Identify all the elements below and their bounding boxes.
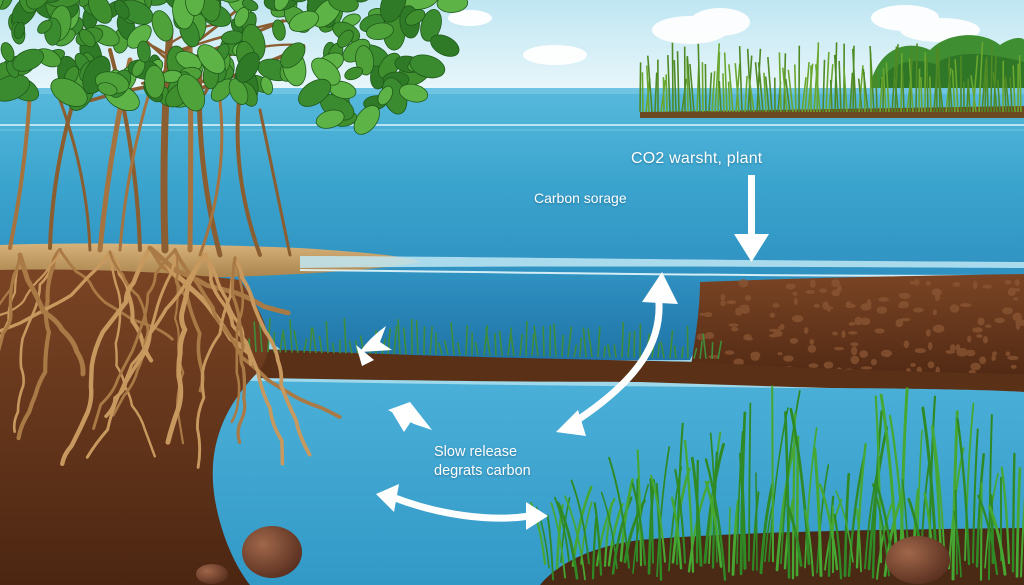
soil-mound (0, 269, 269, 585)
submerged-water (225, 278, 760, 362)
lateral-flow-arrow (376, 484, 548, 530)
mangrove-canopy (0, 0, 469, 135)
slow-release-line-2: degrats carbon (434, 463, 531, 479)
slow-release-label: Slow release degrats carbon (434, 443, 531, 481)
slow-release-line-1: Slow release (434, 444, 518, 460)
exchange-arrow (556, 272, 678, 436)
swirl-arrow-upper (356, 326, 392, 366)
peat-soil-right (690, 274, 1024, 390)
swirl-arrow-lower (388, 402, 432, 432)
carbon-storage-label: Carbon sorage (534, 190, 627, 206)
mangrove-roots (0, 245, 342, 469)
co2-uptake-label: CO2 warsht, plant (631, 150, 763, 167)
rocks (196, 526, 950, 584)
marsh-island (639, 42, 1024, 118)
flow-arrows (356, 175, 769, 530)
co2-down-arrow (734, 175, 769, 262)
